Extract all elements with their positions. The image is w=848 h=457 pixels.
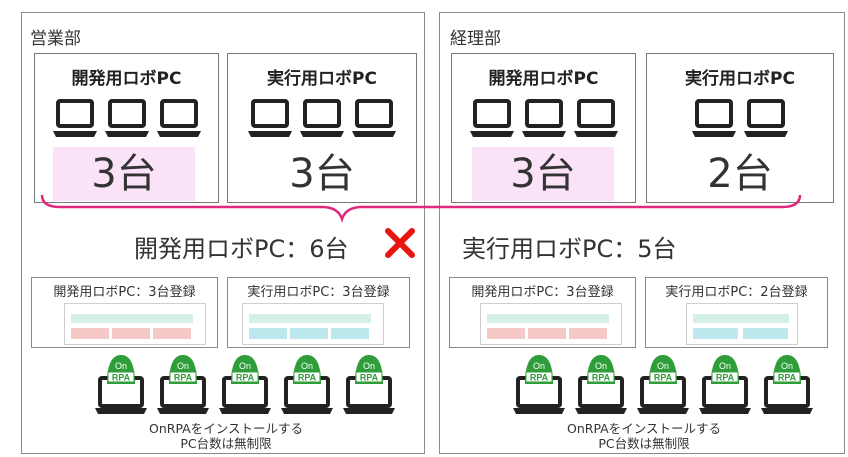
laptop-group	[452, 98, 635, 144]
laptop-icon	[104, 98, 150, 144]
caption-line: OnRPAをインストールする	[567, 421, 721, 436]
svg-text:On: On	[533, 361, 545, 371]
pc-count: 3台	[289, 151, 355, 197]
laptop-icon	[469, 98, 515, 144]
screen-thumbnail	[242, 303, 384, 345]
svg-text:RPA: RPA	[716, 373, 735, 383]
screen-thumbnail	[686, 303, 798, 345]
laptop-icon	[691, 98, 737, 144]
svg-text:RPA: RPA	[298, 373, 317, 383]
registration-label: 開発用ロボPC：3台登録	[471, 285, 614, 300]
box-title: 開発用ロボPC	[488, 69, 599, 89]
laptop-icon	[247, 98, 293, 144]
svg-text:On: On	[177, 361, 189, 371]
registration-box: 開発用ロボPC：3台登録	[449, 277, 636, 348]
brace-connector	[40, 194, 802, 223]
caption: OnRPAをインストールする PC台数は無制限	[31, 421, 421, 451]
dev-robot-box: 開発用ロボPC 3台	[451, 53, 636, 203]
department-label: 営業部	[30, 29, 81, 49]
laptop-group	[35, 98, 218, 144]
registration-box: 実行用ロボPC：3台登録	[227, 277, 410, 348]
svg-text:RPA: RPA	[778, 373, 797, 383]
exec-total-text: 実行用ロボPC：5台	[462, 235, 677, 263]
svg-text:On: On	[719, 361, 731, 371]
cross-mark-icon	[385, 228, 415, 258]
svg-text:On: On	[595, 361, 607, 371]
laptop-icon	[299, 98, 345, 144]
svg-text:On: On	[301, 361, 313, 371]
svg-text:RPA: RPA	[530, 373, 549, 383]
laptop-group	[647, 98, 833, 144]
registration-box: 開発用ロボPC：3台登録	[31, 277, 218, 348]
laptop-icon	[573, 98, 619, 144]
laptop-icon	[351, 98, 397, 144]
laptop-icon	[52, 98, 98, 144]
svg-text:On: On	[363, 361, 375, 371]
exec-robot-box: 実行用ロボPC 3台	[227, 53, 417, 203]
pc-count: 2台	[707, 151, 773, 197]
svg-text:On: On	[239, 361, 251, 371]
svg-text:RPA: RPA	[174, 373, 193, 383]
dev-total-text: 開発用ロボPC：6台	[134, 235, 349, 263]
svg-text:RPA: RPA	[360, 373, 379, 383]
registration-box: 実行用ロボPC：2台登録	[645, 277, 828, 348]
laptop-group	[228, 98, 416, 144]
svg-text:RPA: RPA	[654, 373, 673, 383]
caption-line: OnRPAをインストールする	[149, 421, 303, 436]
svg-text:On: On	[657, 361, 669, 371]
screen-thumbnail	[480, 303, 622, 345]
pc-count: 3台	[53, 147, 195, 201]
svg-text:RPA: RPA	[236, 373, 255, 383]
dev-robot-box: 開発用ロボPC 3台	[34, 53, 219, 203]
pc-count: 3台	[472, 147, 614, 201]
svg-text:On: On	[781, 361, 793, 371]
caption-line: PC台数は無制限	[598, 436, 690, 451]
registration-label: 開発用ロボPC：3台登録	[53, 285, 196, 300]
caption: OnRPAをインストールする PC台数は無制限	[449, 421, 839, 451]
registration-label: 実行用ロボPC：3台登録	[247, 285, 390, 300]
laptop-icon	[156, 98, 202, 144]
department-label: 経理部	[450, 29, 501, 49]
exec-robot-box: 実行用ロボPC 2台	[646, 53, 834, 203]
box-title: 実行用ロボPC	[685, 69, 795, 89]
laptop-icon	[521, 98, 567, 144]
svg-text:RPA: RPA	[112, 373, 131, 383]
box-title: 開発用ロボPC	[71, 69, 182, 89]
svg-text:On: On	[115, 361, 127, 371]
caption-line: PC台数は無制限	[180, 436, 272, 451]
screen-thumbnail	[64, 303, 206, 345]
registration-label: 実行用ロボPC：2台登録	[665, 285, 808, 300]
svg-text:RPA: RPA	[592, 373, 611, 383]
laptop-icon	[743, 98, 789, 144]
box-title: 実行用ロボPC	[267, 69, 377, 89]
